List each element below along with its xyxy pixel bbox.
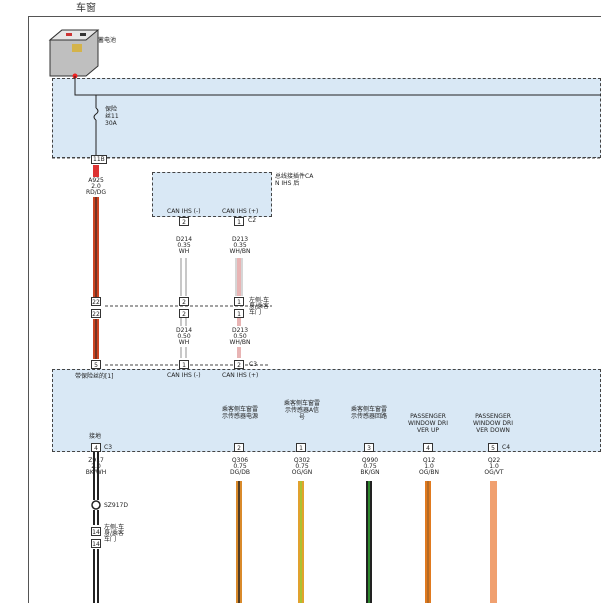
c2-pin-2: 2 xyxy=(179,217,189,226)
switch2-label-3: 号 xyxy=(298,414,305,421)
c3-pin-5: 5 xyxy=(91,360,101,369)
wire-z917-color: BK/WH xyxy=(85,469,107,476)
wire-d213-top-id: D213 xyxy=(231,236,249,243)
wire-q302-gauge: 0.75 xyxy=(295,463,309,470)
c4-connector-label: C4 xyxy=(502,444,511,451)
switch5-label-1: PASSENGER xyxy=(475,413,511,420)
wire-q12-color: OG/BN xyxy=(419,469,439,476)
fuse-label-line2: 丝11 xyxy=(105,113,119,120)
fuse-out-connector: 11B xyxy=(91,155,107,164)
switch1-label-1: 乘客侧车窗雷 xyxy=(221,406,258,413)
inline-pin-22-bottom: 22 xyxy=(91,309,101,318)
switch4-label-3: VER UP xyxy=(417,427,439,434)
ground-label: 接地 xyxy=(89,433,102,440)
c3b-connector-label: C3 xyxy=(104,444,113,451)
wire-q22-color: OG/VT xyxy=(484,469,504,476)
wire-q990-id: Q990 xyxy=(361,457,379,464)
inline-pin-14-bottom: 14 xyxy=(91,539,101,548)
wire-q22-id: Q22 xyxy=(487,457,501,464)
inline-connector2-label-3: 车门 xyxy=(104,536,117,543)
wire-a925-gauge: 2.0 xyxy=(91,183,101,190)
inline-pin-14-top: 14 xyxy=(91,527,101,536)
wire-d214-top-color: WH xyxy=(178,248,190,255)
wire-q306-gauge: 0.75 xyxy=(233,463,247,470)
inline-connector-label-3: 车门 xyxy=(249,309,262,316)
wire-d214-top-gauge: 0.35 xyxy=(177,242,191,249)
wire-q306-id: Q306 xyxy=(231,457,249,464)
page-title: 车窗 xyxy=(76,3,96,14)
wire-q302-color: OG/GN xyxy=(291,469,313,476)
window-switch-module-panel xyxy=(52,369,601,452)
battery-icon xyxy=(48,29,100,77)
inline-connector-label-1: 左侧-车 xyxy=(249,297,270,304)
title-underline xyxy=(28,16,601,17)
wire-q306-color: DG/DB xyxy=(229,469,251,476)
c4-pin-2: 2 xyxy=(234,443,244,452)
wire-d214-bot-gauge: 0.50 xyxy=(177,333,191,340)
wire-d213-bot-color: WH/BN xyxy=(229,339,251,346)
switch5-label-3: VER DOWN xyxy=(476,427,510,434)
c4-pin-4: 4 xyxy=(423,443,433,452)
c2-connector-label: C2 xyxy=(248,217,257,224)
wire-q990-color: BK/GN xyxy=(360,469,380,476)
wire-z917-id: Z917 xyxy=(88,457,104,464)
wire-z917-gauge: 2.0 xyxy=(91,463,101,470)
inline-connector2-label-1: 左侧-车 xyxy=(104,524,125,531)
c4-pin-3: 3 xyxy=(364,443,374,452)
switch1-label-2: 示传感器电源 xyxy=(221,413,258,420)
switch4-label-2: WINDOW DRI xyxy=(408,420,448,427)
wire-d213-top-color: WH/BN xyxy=(229,248,251,255)
inline-pin-1-bottom: 1 xyxy=(234,309,244,318)
can-h-top-label: CAN IHS (+) xyxy=(222,208,259,215)
can-box-label-line1: 总线接插件CA xyxy=(275,173,314,180)
wire-q12-gauge: 1.0 xyxy=(424,463,434,470)
c4-pin-5: 5 xyxy=(488,443,498,452)
wire-d214-bot-id: D214 xyxy=(175,327,193,334)
wire-d213-bot-id: D213 xyxy=(231,327,249,334)
fuse-module-label: 带保险丝的[1] xyxy=(75,373,114,380)
can-l-top-label: CAN IHS (-) xyxy=(167,208,201,215)
can-h-bottom-label: CAN IHS (+) xyxy=(222,372,259,379)
inline-connector2-label-2: 身/乘客 xyxy=(104,530,125,537)
wire-d213-bot-gauge: 0.50 xyxy=(233,333,247,340)
inline-pin-22-top: 22 xyxy=(91,297,101,306)
c3-pin-2: 2 xyxy=(234,360,244,369)
can-connector-box xyxy=(152,172,272,217)
battery-label: 蓄电池 xyxy=(98,37,117,44)
switch3-label-1: 乘客侧车窗雷 xyxy=(350,406,387,413)
wire-q22-gauge: 1.0 xyxy=(489,463,499,470)
inline-pin-1-top: 1 xyxy=(234,297,244,306)
fuse-label-line1: 保险 xyxy=(105,106,118,113)
can-box-label-line2: N IHS 后 xyxy=(275,180,300,187)
fuse-box-panel xyxy=(52,78,601,158)
inline-pin-2-top: 2 xyxy=(179,297,189,306)
wire-d214-top-id: D214 xyxy=(175,236,193,243)
switch4-label-1: PASSENGER xyxy=(410,413,446,420)
switch2-label-2: 示传感器A信 xyxy=(284,407,320,414)
wire-q990-gauge: 0.75 xyxy=(363,463,377,470)
c3-pin-1: 1 xyxy=(179,360,189,369)
c4-pin-1: 1 xyxy=(296,443,306,452)
ground-pin-4: 4 xyxy=(91,443,101,452)
splice-label: SZ917D xyxy=(104,502,128,509)
fuse-rating: 30A xyxy=(105,120,117,127)
wire-a925-id: A925 xyxy=(88,177,104,184)
inline-pin-2-bottom: 2 xyxy=(179,309,189,318)
wire-a925-color: RD/DG xyxy=(85,189,107,196)
inline-connector-label-2: 身/乘客 xyxy=(249,303,270,310)
wire-d213-top-gauge: 0.35 xyxy=(233,242,247,249)
wire-q302-id: Q302 xyxy=(293,457,311,464)
wire-d214-bot-color: WH xyxy=(178,339,190,346)
can-l-bottom-label: CAN IHS (-) xyxy=(167,372,201,379)
switch3-label-2: 示传感器回路 xyxy=(350,413,387,420)
switch5-label-2: WINDOW DRI xyxy=(473,420,513,427)
c3-connector-label: C3 xyxy=(249,361,258,368)
wire-q12-id: Q12 xyxy=(422,457,436,464)
c2-pin-1: 1 xyxy=(234,217,244,226)
switch2-label-1: 乘客侧车窗雷 xyxy=(283,400,320,407)
left-margin-line xyxy=(28,16,29,603)
